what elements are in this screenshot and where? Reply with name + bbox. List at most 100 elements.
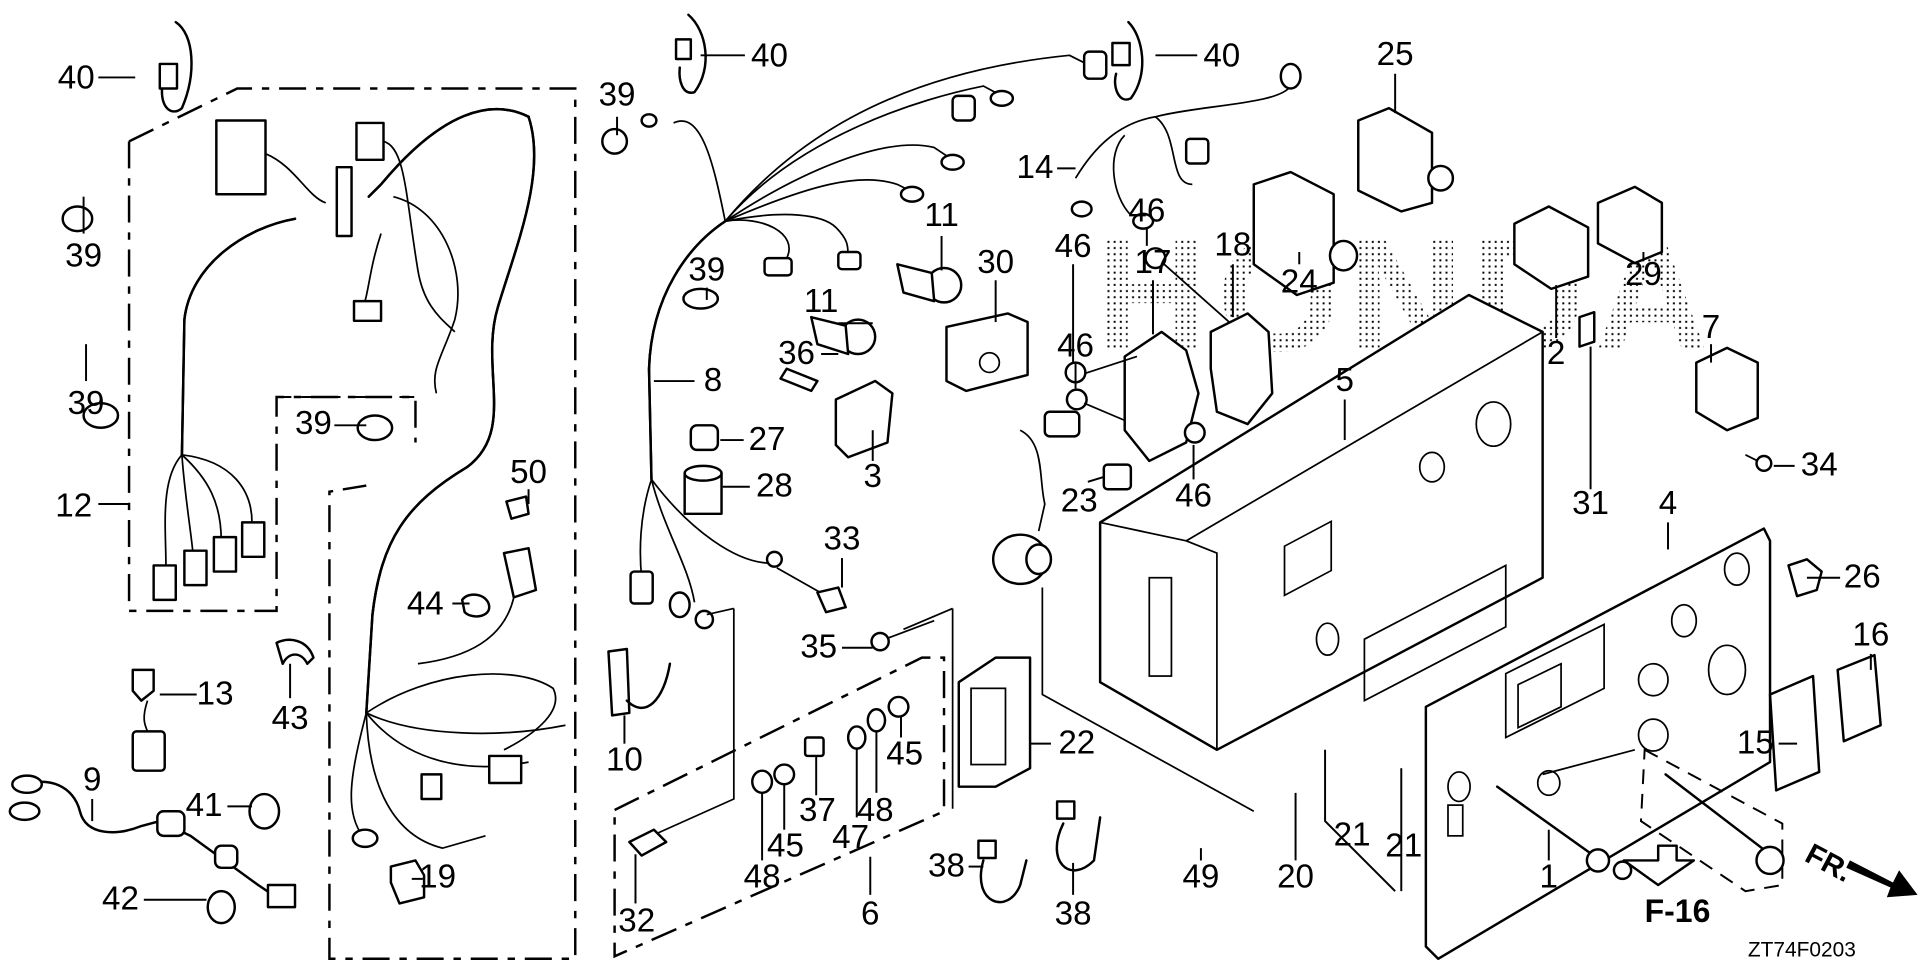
callout-part-6[interactable]: 6 <box>861 856 879 933</box>
part-number-label[interactable]: 29 <box>1625 256 1662 293</box>
part-number-label[interactable]: 39 <box>68 385 105 422</box>
part-number-label[interactable]: 11 <box>804 283 838 320</box>
callout-part-50[interactable]: 50 <box>510 454 547 504</box>
part-number-label[interactable]: 13 <box>197 675 234 712</box>
callout-part-18[interactable]: 18 <box>1214 227 1251 318</box>
part-number-label[interactable]: 26 <box>1844 559 1881 596</box>
callout-part-22[interactable]: 22 <box>1030 724 1095 761</box>
part-number-label[interactable]: 39 <box>295 405 332 442</box>
part-number-label[interactable]: 35 <box>800 629 837 666</box>
callout-part-41[interactable]: 41 <box>186 787 252 824</box>
callout-part-45[interactable]: 45 <box>767 784 804 865</box>
part-number-label[interactable]: 21 <box>1385 828 1422 865</box>
part-number-label[interactable]: 43 <box>272 700 309 737</box>
part-number-label[interactable]: 40 <box>751 37 788 74</box>
part-number-label[interactable]: 1 <box>1540 858 1558 895</box>
callout-part-11[interactable]: 11 <box>804 283 873 325</box>
callout-part-48[interactable]: 48 <box>744 792 781 896</box>
part-number-label[interactable]: 9 <box>83 761 101 798</box>
callout-part-42[interactable]: 42 <box>102 881 207 918</box>
part-number-label[interactable]: 39 <box>688 251 725 288</box>
callout-part-48[interactable]: 48 <box>857 731 894 829</box>
part-number-label[interactable]: 33 <box>824 520 861 557</box>
callout-part-17[interactable]: 17 <box>1135 244 1172 335</box>
callout-part-12[interactable]: 12 <box>55 487 130 524</box>
part-number-label[interactable]: 2 <box>1547 335 1565 372</box>
part-number-label[interactable]: 5 <box>1336 362 1354 399</box>
part-number-label[interactable]: 28 <box>756 468 793 505</box>
callout-part-20[interactable]: 20 <box>1277 792 1314 896</box>
callout-part-24[interactable]: 24 <box>1281 251 1318 301</box>
callout-part-39[interactable]: 39 <box>65 196 102 275</box>
callout-part-38[interactable]: 38 <box>928 847 984 884</box>
callout-part-43[interactable]: 43 <box>272 663 309 737</box>
part-number-label[interactable]: 41 <box>186 787 223 824</box>
part-number-label[interactable]: 46 <box>1128 192 1165 229</box>
callout-part-30[interactable]: 30 <box>977 244 1014 323</box>
part-number-label[interactable]: 30 <box>977 244 1014 281</box>
callout-part-33[interactable]: 33 <box>824 520 861 588</box>
callout-part-46[interactable]: 46 <box>1128 192 1165 246</box>
part-number-label[interactable]: 34 <box>1801 447 1838 484</box>
callout-part-45[interactable]: 45 <box>886 716 923 773</box>
callout-part-28[interactable]: 28 <box>722 468 793 505</box>
callout-part-1[interactable]: 1 <box>1540 829 1558 896</box>
part-number-label[interactable]: 37 <box>799 792 836 829</box>
callout-part-40[interactable]: 40 <box>58 60 136 97</box>
part-number-label[interactable]: 17 <box>1135 244 1172 281</box>
callout-part-46[interactable]: 46 <box>1175 444 1212 514</box>
part-number-label[interactable]: 8 <box>704 362 722 399</box>
callout-part-8[interactable]: 8 <box>653 362 722 399</box>
callout-part-4[interactable]: 4 <box>1659 485 1677 550</box>
callout-part-16[interactable]: 16 <box>1852 616 1889 670</box>
part-number-label[interactable]: 21 <box>1334 817 1371 854</box>
callout-part-10[interactable]: 10 <box>606 715 643 779</box>
part-number-label[interactable]: 25 <box>1377 36 1414 73</box>
part-number-label[interactable]: 40 <box>58 60 95 97</box>
part-number-label[interactable]: 32 <box>618 903 655 940</box>
callout-part-14[interactable]: 14 <box>1017 149 1076 186</box>
part-number-label[interactable]: 31 <box>1572 485 1609 522</box>
callout-part-47[interactable]: 47 <box>832 748 869 857</box>
callout-part-39[interactable]: 39 <box>68 344 105 422</box>
callout-part-37[interactable]: 37 <box>799 755 836 829</box>
part-number-label[interactable]: 46 <box>1055 228 1092 265</box>
part-number-label[interactable]: 48 <box>744 858 781 895</box>
part-number-label[interactable]: 46 <box>1057 327 1094 364</box>
callout-part-27[interactable]: 27 <box>720 421 785 458</box>
part-number-label[interactable]: 36 <box>778 335 815 372</box>
part-number-label[interactable]: 7 <box>1702 309 1720 346</box>
callout-part-2[interactable]: 2 <box>1547 285 1565 372</box>
part-number-label[interactable]: 3 <box>864 458 882 495</box>
part-number-label[interactable]: 18 <box>1214 227 1251 264</box>
part-number-label[interactable]: 49 <box>1182 858 1219 895</box>
callout-part-46[interactable]: 46 <box>1055 228 1092 363</box>
part-number-label[interactable]: 38 <box>1055 895 1092 932</box>
callout-part-9[interactable]: 9 <box>83 761 101 822</box>
callout-part-19[interactable]: 19 <box>411 858 456 895</box>
callout-part-23[interactable]: 23 <box>1061 475 1105 519</box>
callout-part-44[interactable]: 44 <box>407 586 470 623</box>
callout-part-32[interactable]: 32 <box>618 854 655 940</box>
cross-reference-label[interactable]: F-16 <box>1645 893 1711 929</box>
part-number-label[interactable]: 42 <box>102 881 139 918</box>
part-number-label[interactable]: 44 <box>407 586 444 623</box>
part-number-label[interactable]: 15 <box>1737 724 1774 761</box>
part-number-label[interactable]: 22 <box>1058 724 1095 761</box>
part-number-label[interactable]: 40 <box>1203 37 1240 74</box>
part-number-label[interactable]: 39 <box>599 77 636 114</box>
callout-part-35[interactable]: 35 <box>800 629 873 666</box>
part-number-label[interactable]: 19 <box>419 858 456 895</box>
part-number-label[interactable]: 50 <box>510 454 547 491</box>
callout-part-39[interactable]: 39 <box>599 77 636 136</box>
part-number-label[interactable]: 4 <box>1659 485 1677 522</box>
callout-part-11[interactable]: 11 <box>924 197 959 271</box>
part-number-label[interactable]: 14 <box>1017 149 1054 186</box>
callout-part-3[interactable]: 3 <box>864 430 882 495</box>
part-number-label[interactable]: 45 <box>767 828 804 865</box>
callout-part-39[interactable]: 39 <box>688 251 725 300</box>
callout-part-29[interactable]: 29 <box>1625 251 1662 293</box>
callout-part-5[interactable]: 5 <box>1336 362 1354 441</box>
part-number-label[interactable]: 12 <box>55 487 92 524</box>
part-number-label[interactable]: 23 <box>1061 482 1098 519</box>
